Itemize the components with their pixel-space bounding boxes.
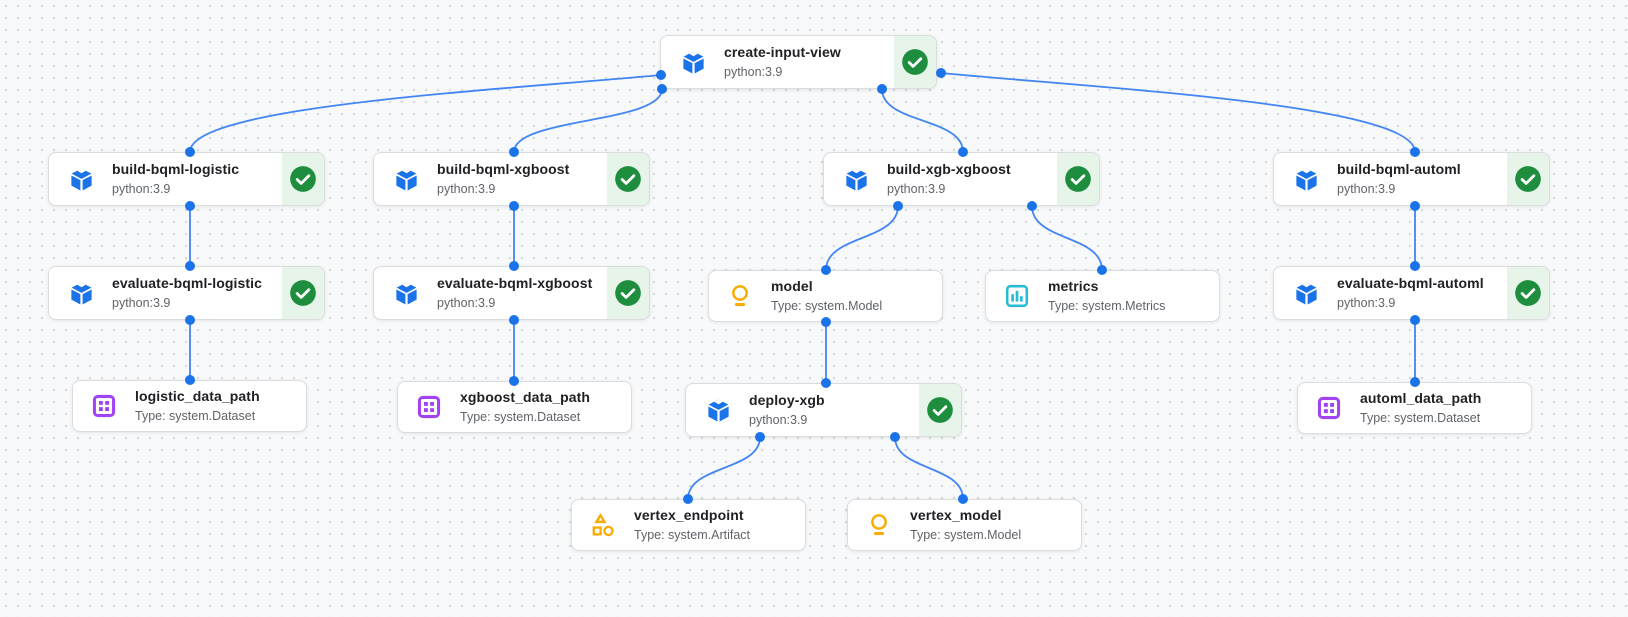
status-badge bbox=[894, 36, 936, 88]
check-icon bbox=[614, 165, 642, 193]
node-title: build-xgb-xgboost bbox=[887, 161, 1011, 178]
cube-icon bbox=[680, 49, 707, 76]
node-title: xgboost_data_path bbox=[460, 389, 591, 406]
check-icon bbox=[614, 279, 642, 307]
node-title: vertex_model bbox=[910, 507, 1002, 524]
node-title: deploy-xgb bbox=[749, 392, 825, 409]
node-title: model bbox=[771, 278, 813, 295]
node-subtitle: python:3.9 bbox=[887, 181, 946, 196]
node-title: build-bqml-logistic bbox=[112, 161, 240, 178]
status-badge bbox=[607, 153, 649, 205]
node-title: automl_data_path bbox=[1360, 390, 1482, 407]
node-subtitle: Type: system.Dataset bbox=[1360, 410, 1481, 425]
node-subtitle: python:3.9 bbox=[1337, 295, 1396, 310]
edge bbox=[825, 205, 899, 271]
cube-icon bbox=[68, 166, 95, 193]
node-deploy-xgb[interactable]: deploy-xgb python:3.9 bbox=[685, 383, 962, 437]
node-title: evaluate-bqml-automl bbox=[1337, 275, 1484, 292]
check-icon bbox=[289, 279, 317, 307]
node-subtitle: Type: system.Metrics bbox=[1048, 298, 1166, 313]
cube-icon bbox=[843, 166, 870, 193]
check-icon bbox=[289, 165, 317, 193]
node-subtitle: python:3.9 bbox=[112, 181, 171, 196]
node-title: evaluate-bqml-xgboost bbox=[437, 275, 593, 292]
status-badge bbox=[1507, 153, 1549, 205]
dataset-icon bbox=[90, 392, 118, 420]
node-subtitle: python:3.9 bbox=[112, 295, 171, 310]
dataset-icon bbox=[1315, 394, 1343, 422]
metrics-chart-icon bbox=[1003, 282, 1031, 310]
node-title: build-bqml-automl bbox=[1337, 161, 1461, 178]
node-title: logistic_data_path bbox=[135, 388, 260, 405]
status-badge bbox=[919, 384, 961, 436]
status-badge bbox=[607, 267, 649, 319]
dataset-icon bbox=[415, 393, 443, 421]
cube-icon bbox=[68, 280, 95, 307]
node-title: evaluate-bqml-logistic bbox=[112, 275, 263, 292]
node-subtitle: Type: system.Artifact bbox=[634, 527, 751, 542]
node-subtitle: python:3.9 bbox=[724, 64, 783, 79]
cube-icon bbox=[705, 397, 732, 424]
edge bbox=[894, 436, 964, 500]
edge bbox=[940, 72, 1416, 153]
node-evaluate-bqml-automl[interactable]: evaluate-bqml-automl python:3.9 bbox=[1273, 266, 1550, 320]
node-subtitle: python:3.9 bbox=[437, 181, 496, 196]
cube-icon bbox=[1293, 280, 1320, 307]
node-title: create-input-view bbox=[724, 44, 841, 61]
node-subtitle: python:3.9 bbox=[1337, 181, 1396, 196]
edge bbox=[189, 74, 662, 153]
lightbulb-icon bbox=[865, 511, 893, 539]
node-build-xgb-xgboost[interactable]: build-xgb-xgboost python:3.9 bbox=[823, 152, 1100, 206]
cube-icon bbox=[1293, 166, 1320, 193]
edge-port bbox=[936, 68, 946, 78]
status-badge bbox=[282, 267, 324, 319]
node-build-bqml-logistic[interactable]: build-bqml-logistic python:3.9 bbox=[48, 152, 325, 206]
node-subtitle: python:3.9 bbox=[437, 295, 496, 310]
node-title: metrics bbox=[1048, 278, 1099, 295]
node-evaluate-bqml-xgboost[interactable]: evaluate-bqml-xgboost python:3.9 bbox=[373, 266, 650, 320]
node-subtitle: Type: system.Model bbox=[910, 527, 1022, 542]
node-title: vertex_endpoint bbox=[634, 507, 744, 524]
node-subtitle: Type: system.Dataset bbox=[460, 409, 581, 424]
status-badge bbox=[282, 153, 324, 205]
cube-icon bbox=[393, 280, 420, 307]
check-icon bbox=[1514, 279, 1542, 307]
edge bbox=[687, 436, 761, 500]
node-build-bqml-xgboost[interactable]: build-bqml-xgboost python:3.9 bbox=[373, 152, 650, 206]
node-build-bqml-automl[interactable]: build-bqml-automl python:3.9 bbox=[1273, 152, 1550, 206]
edge bbox=[1031, 205, 1103, 271]
node-subtitle: Type: system.Dataset bbox=[135, 408, 256, 423]
check-icon bbox=[901, 48, 929, 76]
node-evaluate-bqml-logistic[interactable]: evaluate-bqml-logistic python:3.9 bbox=[48, 266, 325, 320]
check-icon bbox=[1514, 165, 1542, 193]
node-create-input-view[interactable]: create-input-view python:3.9 bbox=[660, 35, 937, 89]
status-badge bbox=[1507, 267, 1549, 319]
check-icon bbox=[1064, 165, 1092, 193]
node-title: build-bqml-xgboost bbox=[437, 161, 570, 178]
check-icon bbox=[926, 396, 954, 424]
cube-icon bbox=[393, 166, 420, 193]
edge bbox=[881, 88, 964, 153]
node-subtitle: python:3.9 bbox=[749, 412, 808, 427]
lightbulb-icon bbox=[726, 282, 754, 310]
edge bbox=[513, 88, 663, 153]
artifact-shapes-icon bbox=[589, 511, 617, 539]
node-subtitle: Type: system.Model bbox=[771, 298, 883, 313]
status-badge bbox=[1057, 153, 1099, 205]
